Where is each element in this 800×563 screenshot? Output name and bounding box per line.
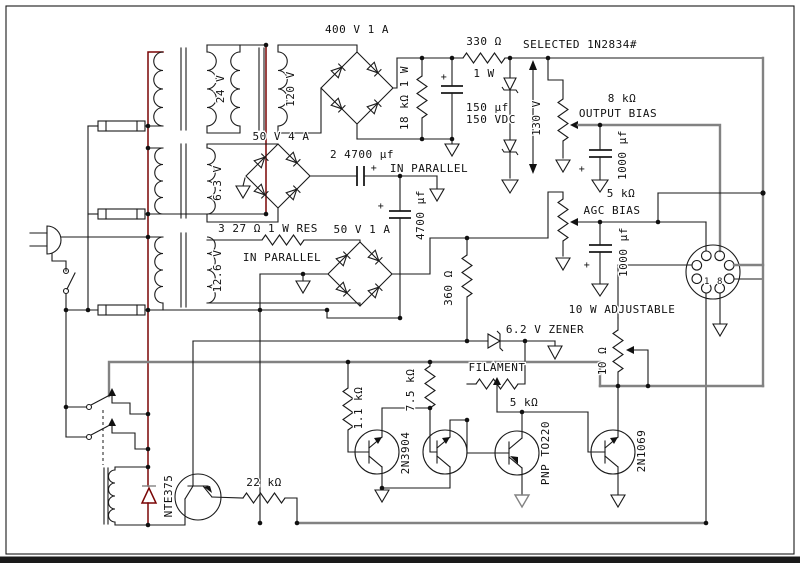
fuse-1 xyxy=(87,120,164,132)
bridge-rectifier-50v4a xyxy=(235,143,358,209)
label-12v6: 12.6 V xyxy=(211,250,224,293)
label-150vdc: 150 VDC xyxy=(466,113,516,126)
junction-dots xyxy=(63,42,766,528)
bus-wires xyxy=(107,56,765,525)
zener-stack-1n2834 xyxy=(501,57,519,195)
transistor-2n3904 xyxy=(381,419,468,489)
label-1000uf-output: 1000 µf xyxy=(616,130,629,180)
capacitor-4700uf-shunt xyxy=(326,175,411,319)
label-330ohm: 330 Ω xyxy=(466,35,502,48)
label-150uf: 150 µf xyxy=(466,101,509,114)
plus-4700uf-shunt: + xyxy=(378,201,385,212)
label-120v: 120 V xyxy=(284,71,297,107)
resistor-360 xyxy=(461,237,473,342)
resistor-330 xyxy=(462,52,506,64)
label-selected-1n2834: SELECTED 1N2834# xyxy=(523,38,637,51)
hot-wire-primary xyxy=(147,51,164,468)
page-border xyxy=(5,5,795,555)
plus-1000uf-output: + xyxy=(579,164,586,175)
label-10ohm: 10 Ω xyxy=(596,347,609,376)
fuse-3 xyxy=(65,304,328,316)
plus-150uf: + xyxy=(441,72,448,83)
transistor-q1 xyxy=(354,407,431,504)
label-pnp-to220: PNP TO220 xyxy=(539,421,552,485)
resistor-22k xyxy=(242,492,298,524)
label-360ohm: 360 Ω xyxy=(442,270,455,306)
resistor-18k xyxy=(416,57,428,140)
capacitor-1000uf-agc xyxy=(589,221,612,297)
label-18k: 18 kΩ 1 W xyxy=(398,66,411,130)
label-50v1a: 50 V 1 A xyxy=(334,223,391,236)
label-10w-adjustable: 10 W ADJUSTABLE xyxy=(569,303,676,316)
voltage-arrow-130v xyxy=(529,60,537,174)
pot-output-bias xyxy=(547,57,722,253)
label-6v2-zener: 6.2 V ZENER xyxy=(506,323,584,336)
pot-10ohm xyxy=(612,317,649,387)
label-7k5: 7.5 kΩ xyxy=(404,369,417,412)
bottom-border-bar xyxy=(0,556,800,563)
transistor-pnp-to220 xyxy=(466,411,540,509)
label-socket-pin1: 1 xyxy=(704,277,710,287)
label-socket-pin8: 8 xyxy=(717,277,723,287)
zener-6v2 xyxy=(192,330,563,361)
plus-1000uf-agc: + xyxy=(584,260,591,271)
transistor-nte375 xyxy=(147,340,244,526)
plus-4700uf-series: + xyxy=(371,163,378,174)
label-1k1: 1.1 kΩ xyxy=(352,387,365,430)
label-130v: 130 V xyxy=(530,100,543,136)
label-330ohm-watt: 1 W xyxy=(473,67,494,80)
bridge-rectifier-400v xyxy=(320,51,398,140)
label-output-bias: OUTPUT BIAS xyxy=(579,107,657,120)
capacitor-150uf xyxy=(441,57,463,158)
label-4700uf: 4700 µf xyxy=(414,190,427,240)
label-24v: 24 V xyxy=(214,75,227,104)
power-switch xyxy=(62,267,76,438)
resistor-1k1 xyxy=(342,361,370,453)
label-2n1069: 2N1069 xyxy=(635,430,648,473)
label-50v4a: 50 V 4 A xyxy=(253,130,310,143)
label-5k-agc: 5 kΩ xyxy=(607,187,636,200)
label-400v1a: 400 V 1 A xyxy=(325,23,389,36)
label-in-parallel-caps: IN PARALLEL xyxy=(390,162,468,175)
transformer-12v6 xyxy=(147,232,361,311)
label-filament: FILAMENT xyxy=(469,361,526,374)
label-2n3904: 2N3904 xyxy=(399,432,412,475)
pot-agc-bias xyxy=(429,191,764,272)
label-6v3: 6.3 V xyxy=(211,165,224,201)
transformer-120v xyxy=(153,44,358,134)
bridge-rectifier-50v1a xyxy=(259,237,431,307)
label-8k: 8 kΩ xyxy=(608,92,637,105)
tube-socket xyxy=(617,221,765,524)
label-5k-filament: 5 kΩ xyxy=(510,396,539,409)
transistor-2n1069 xyxy=(587,385,636,509)
transformer-6v3 xyxy=(147,143,279,223)
ac-plug xyxy=(29,225,149,272)
label-nte375: NTE375 xyxy=(162,475,175,518)
label-1000uf-agc: 1000 µf xyxy=(617,227,630,277)
label-in-parallel-res: IN PARALLEL xyxy=(243,251,321,264)
pot-filament xyxy=(466,340,589,413)
label-27ohm: 3 27 Ω 1 W RES xyxy=(218,222,318,235)
labels: 400 V 1 A 24 V 120 V 330 Ω 1 W SELECTED … xyxy=(161,22,724,519)
relay xyxy=(65,388,158,526)
capacitor-1000uf-output xyxy=(589,124,612,193)
label-agc-bias: AGC BIAS xyxy=(584,204,641,217)
label-4700uf-pair: 2 4700 µf xyxy=(330,148,394,161)
label-22k: 22 kΩ xyxy=(246,476,282,489)
fuse-2 xyxy=(87,208,267,220)
